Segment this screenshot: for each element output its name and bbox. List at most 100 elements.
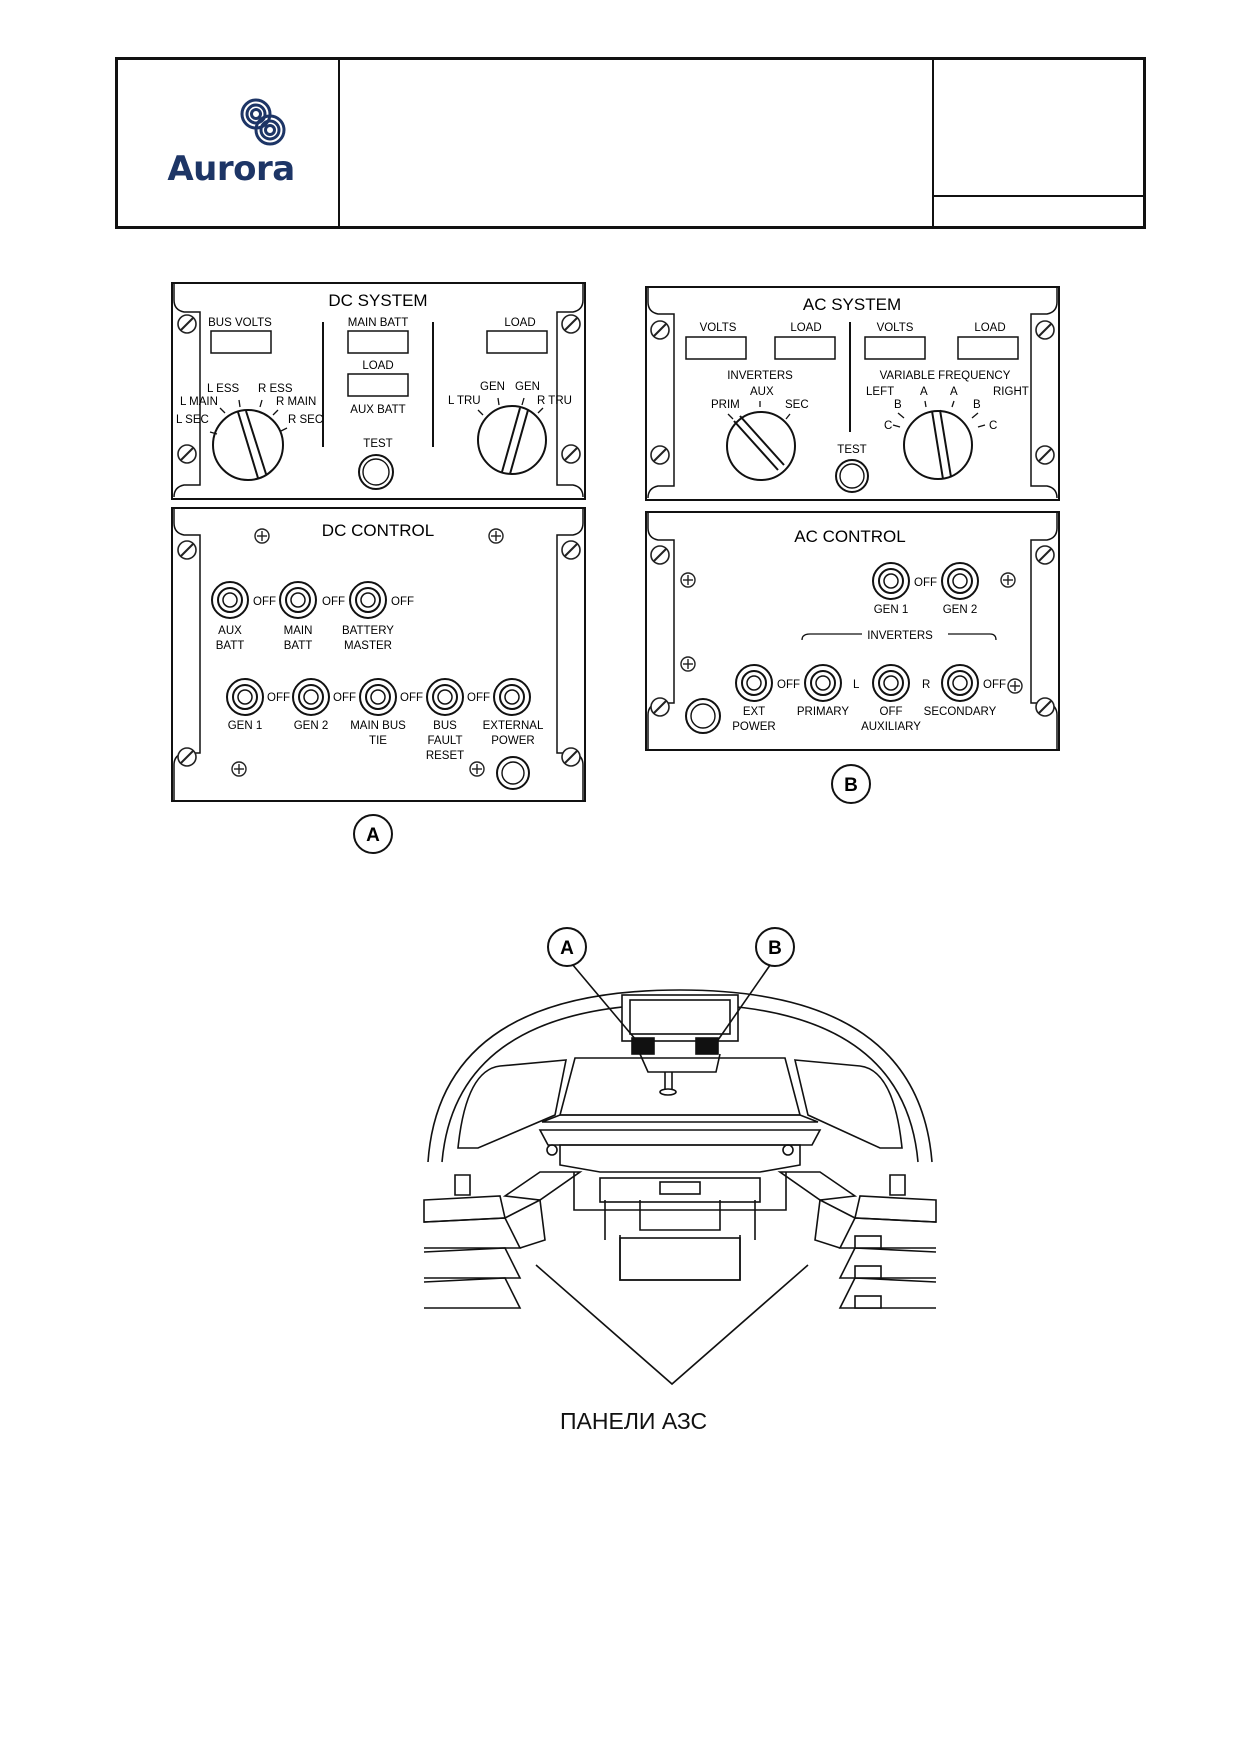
- ac-load-left-label: LOAD: [790, 322, 821, 334]
- document-header-table: Aurora: [115, 57, 1146, 229]
- vf-right: RIGHT: [993, 386, 1029, 398]
- aux-l-label: L: [853, 679, 860, 691]
- ac-control-panel: AC CONTROL OFF GEN 1 GEN 2 INVERTERS OFF…: [645, 511, 1060, 751]
- primary-inverter-switch[interactable]: [804, 664, 842, 702]
- dc-system-panel: DC SYSTEM BUS VOLTS MAIN BATT LOAD AUX B…: [171, 282, 586, 500]
- ac-gen2-switch[interactable]: [941, 562, 979, 600]
- gen1-off: OFF: [267, 692, 290, 704]
- main-batt-label: MAIN BATT: [348, 317, 408, 329]
- vf-c-right: C: [989, 420, 997, 432]
- aux-batt-off: OFF: [253, 596, 276, 608]
- dc-sel-r-main: R MAIN: [276, 396, 316, 408]
- callout-b-bottom: B: [755, 927, 795, 967]
- secondary-inverter-switch[interactable]: [941, 664, 979, 702]
- ac-gen2-label: GEN 2: [943, 604, 978, 616]
- gen2-switch[interactable]: [292, 678, 330, 716]
- gen1-label: GEN 1: [228, 720, 263, 732]
- ac-load-right-display: [957, 336, 1019, 360]
- external-power-label-1: EXTERNAL: [483, 720, 544, 732]
- bus-volts-display: [210, 330, 272, 354]
- ac-gen1-switch[interactable]: [872, 562, 910, 600]
- bus-volts-label: BUS VOLTS: [208, 317, 272, 329]
- inverters-title: INVERTERS: [727, 370, 793, 382]
- main-batt-display: [347, 330, 409, 354]
- external-power-label-2: POWER: [491, 735, 534, 747]
- main-bus-tie-switch[interactable]: [359, 678, 397, 716]
- dc-load-right-label: LOAD: [504, 317, 535, 329]
- dc-sel-l-tru: L TRU: [448, 395, 481, 407]
- cell-divider: [934, 195, 1146, 197]
- ac-volts-right-display: [864, 336, 926, 360]
- dc-system-title: DC SYSTEM: [328, 291, 427, 310]
- variable-frequency-title: VARIABLE FREQUENCY: [880, 370, 1011, 382]
- inv-aux: AUX: [750, 386, 774, 398]
- battery-master-off: OFF: [391, 596, 414, 608]
- callout-a-bottom-label: A: [560, 938, 574, 959]
- bus-fault-reset-label-1: BUS: [433, 720, 457, 732]
- auxiliary-inverter-switch[interactable]: [872, 664, 910, 702]
- callout-b-top: B: [831, 764, 871, 804]
- main-batt-switch[interactable]: [279, 581, 317, 619]
- main-bus-tie-label-2: TIE: [369, 735, 387, 747]
- dc-bus-selector-knob[interactable]: [212, 409, 284, 481]
- secondary-label: SECONDARY: [924, 706, 997, 718]
- ac-system-title: AC SYSTEM: [803, 295, 901, 314]
- dc-sel-l-main: L MAIN: [180, 396, 218, 408]
- gen2-off: OFF: [333, 692, 356, 704]
- dc-sel-r-ess: R ESS: [258, 383, 293, 395]
- inv-sec: SEC: [785, 399, 809, 411]
- secondary-off: OFF: [983, 679, 1006, 691]
- aux-off-label: OFF: [880, 706, 903, 718]
- ac-inverters-group-label: INVERTERS: [867, 630, 933, 642]
- vf-b-right: B: [973, 399, 981, 411]
- bus-fault-reset-switch[interactable]: [426, 678, 464, 716]
- main-batt-label-2: BATT: [284, 640, 313, 652]
- dc-test-label: TEST: [363, 438, 392, 450]
- aux-batt-display: [347, 373, 409, 397]
- ac-control-title: AC CONTROL: [794, 527, 905, 546]
- vf-left: LEFT: [866, 386, 894, 398]
- ac-system-panel: AC SYSTEM VOLTS LOAD VOLTS LOAD INVERTER…: [645, 286, 1060, 501]
- main-batt-label-1: MAIN: [284, 625, 313, 637]
- dc-control-title: DC CONTROL: [322, 521, 434, 540]
- aurora-rings-logo-icon: [240, 98, 286, 146]
- ext-power-label-1: EXT: [743, 706, 765, 718]
- ac-volts-left-display: [685, 336, 747, 360]
- primary-label: PRIMARY: [797, 706, 850, 718]
- dc-sel-gen-left: GEN: [480, 381, 505, 393]
- logo-text: Aurora: [167, 149, 295, 189]
- ac-load-left-display: [774, 336, 836, 360]
- ext-power-switch[interactable]: [735, 664, 773, 702]
- dc-load-left-label: LOAD: [362, 360, 393, 372]
- figure-caption: ПАНЕЛИ АЗС: [560, 1408, 708, 1434]
- panels-diagram: DC SYSTEM BUS VOLTS MAIN BATT LOAD AUX B…: [171, 282, 1060, 854]
- ac-volts-left-label: VOLTS: [700, 322, 737, 334]
- cockpit-illustration: A B: [423, 927, 937, 1386]
- bus-fault-reset-off: OFF: [467, 692, 490, 704]
- external-power-switch[interactable]: [493, 678, 531, 716]
- dc-load-selector-knob[interactable]: [477, 405, 547, 475]
- aux-batt-label-1: AUX: [218, 625, 242, 637]
- battery-master-label-1: BATTERY: [342, 625, 394, 637]
- battery-master-label-2: MASTER: [344, 640, 392, 652]
- ac-gen-off: OFF: [914, 577, 937, 589]
- dc-sel-gen-right: GEN: [515, 381, 540, 393]
- inverter-selector-knob[interactable]: [726, 411, 796, 481]
- ac-gen1-label: GEN 1: [874, 604, 909, 616]
- gen2-label: GEN 2: [294, 720, 329, 732]
- battery-master-switch[interactable]: [349, 581, 387, 619]
- main-batt-off: OFF: [322, 596, 345, 608]
- dc-sel-r-tru: R TRU: [537, 395, 572, 407]
- variable-frequency-selector-knob[interactable]: [903, 409, 973, 480]
- main-bus-tie-off: OFF: [400, 692, 423, 704]
- ac-load-right-label: LOAD: [974, 322, 1005, 334]
- aux-batt-switch[interactable]: [211, 581, 249, 619]
- bus-fault-reset-label-2: FAULT: [428, 735, 463, 747]
- callout-a-top-label: A: [366, 825, 380, 846]
- dc-sel-r-sec: R SEC: [288, 414, 323, 426]
- callout-a-bottom: A: [547, 927, 587, 967]
- inv-prim: PRIM: [711, 399, 740, 411]
- gen1-switch[interactable]: [226, 678, 264, 716]
- vf-a-right: A: [950, 386, 958, 398]
